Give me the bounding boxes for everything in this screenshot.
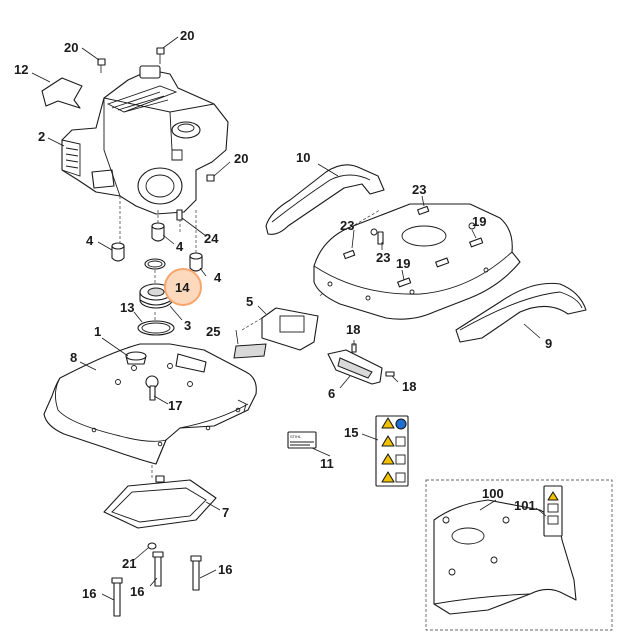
part-23-bolt-c [377, 231, 384, 245]
part-16-bolt-left [111, 577, 123, 617]
decal-row-3 [381, 453, 406, 465]
part-23-bolt-a [417, 205, 430, 216]
label-16-left: 16 [82, 586, 96, 601]
part-8-deck-housing [43, 343, 257, 465]
label-19-middle: 19 [396, 256, 410, 271]
part-20-screw-right [156, 47, 165, 64]
label-18-lower: 18 [402, 379, 416, 394]
part-4-bushing-left [111, 242, 125, 262]
label-4-left: 4 [86, 233, 94, 248]
leader-lines [31, 36, 547, 601]
label-21: 21 [122, 556, 136, 571]
part-19-bolt-b [397, 277, 412, 288]
part-20-screw-side [206, 174, 215, 182]
part-4-bushing-middle [151, 222, 165, 242]
part-16-bolt-middle [152, 551, 164, 587]
part-6-latch-bar [327, 349, 383, 385]
label-1: 1 [94, 324, 101, 339]
label-6: 6 [328, 386, 335, 401]
part-17-screw [149, 385, 156, 401]
part-23-bolt-b [343, 249, 356, 260]
label-14: 14 [175, 280, 190, 295]
part-3-flange [139, 283, 173, 309]
label-11-brand: STIHL [290, 434, 302, 439]
part-1-cap [125, 351, 147, 365]
part-18-screw-lower [385, 371, 395, 377]
seal-ring-upper [144, 258, 166, 270]
label-25: 25 [206, 324, 220, 339]
label-5: 5 [246, 294, 253, 309]
label-23-middle: 23 [376, 250, 390, 265]
label-10: 10 [296, 150, 310, 165]
part-4-bushing-right [189, 252, 203, 272]
part-2-engine [61, 65, 229, 215]
part-12-pad [41, 77, 83, 109]
label-18-upper: 18 [346, 322, 360, 337]
label-17: 17 [168, 398, 182, 413]
label-15: 15 [344, 425, 358, 440]
part-7-gasket-frame [103, 475, 217, 529]
label-16-middle: 16 [130, 584, 144, 599]
part-11-label: STIHL [287, 431, 317, 449]
label-13: 13 [120, 300, 134, 315]
part-9-side-bar [455, 282, 587, 343]
label-100: 100 [482, 486, 504, 501]
part-24-stud [176, 209, 183, 221]
label-11: 11 [320, 456, 334, 471]
label-23-top: 23 [412, 182, 426, 197]
label-23-left: 23 [340, 218, 354, 233]
part-10-handle-bar [265, 164, 385, 235]
label-20-side: 20 [234, 151, 248, 166]
part-21-nut [147, 542, 157, 550]
label-3: 3 [184, 318, 191, 333]
decal-row-1 [381, 417, 407, 430]
part-101-decal [543, 485, 563, 537]
label-20-top-right: 20 [180, 28, 194, 43]
label-24: 24 [204, 231, 219, 246]
label-4-middle: 4 [176, 239, 184, 254]
decal-row-2 [381, 435, 406, 447]
label-8: 8 [70, 350, 77, 365]
detail-inset [425, 479, 613, 631]
label-20-top-left: 20 [64, 40, 78, 55]
part-25-plate [233, 343, 267, 359]
label-19-right: 19 [472, 214, 486, 229]
part-23-bolt-d [435, 257, 450, 268]
label-9: 9 [545, 336, 552, 351]
upper-shroud [313, 203, 521, 320]
callout-labels: 20 20 12 2 20 4 4 24 4 14 13 3 1 8 17 5 … [14, 28, 552, 601]
part-16-bolt-right [190, 555, 202, 591]
decal-row-4 [381, 471, 406, 483]
label-12: 12 [14, 62, 28, 77]
part-15-warning-decal [375, 415, 409, 487]
part-19-bolt-a [469, 237, 484, 248]
part-5-bracket [261, 307, 319, 351]
highlight-circle-14[interactable] [164, 268, 202, 306]
part-20-screw-left [97, 58, 106, 73]
label-101: 101 [514, 498, 536, 513]
label-2: 2 [38, 129, 45, 144]
label-7: 7 [222, 505, 229, 520]
label-16-right: 16 [218, 562, 232, 577]
part-13-o-ring [137, 320, 175, 336]
label-4-right: 4 [214, 270, 222, 285]
